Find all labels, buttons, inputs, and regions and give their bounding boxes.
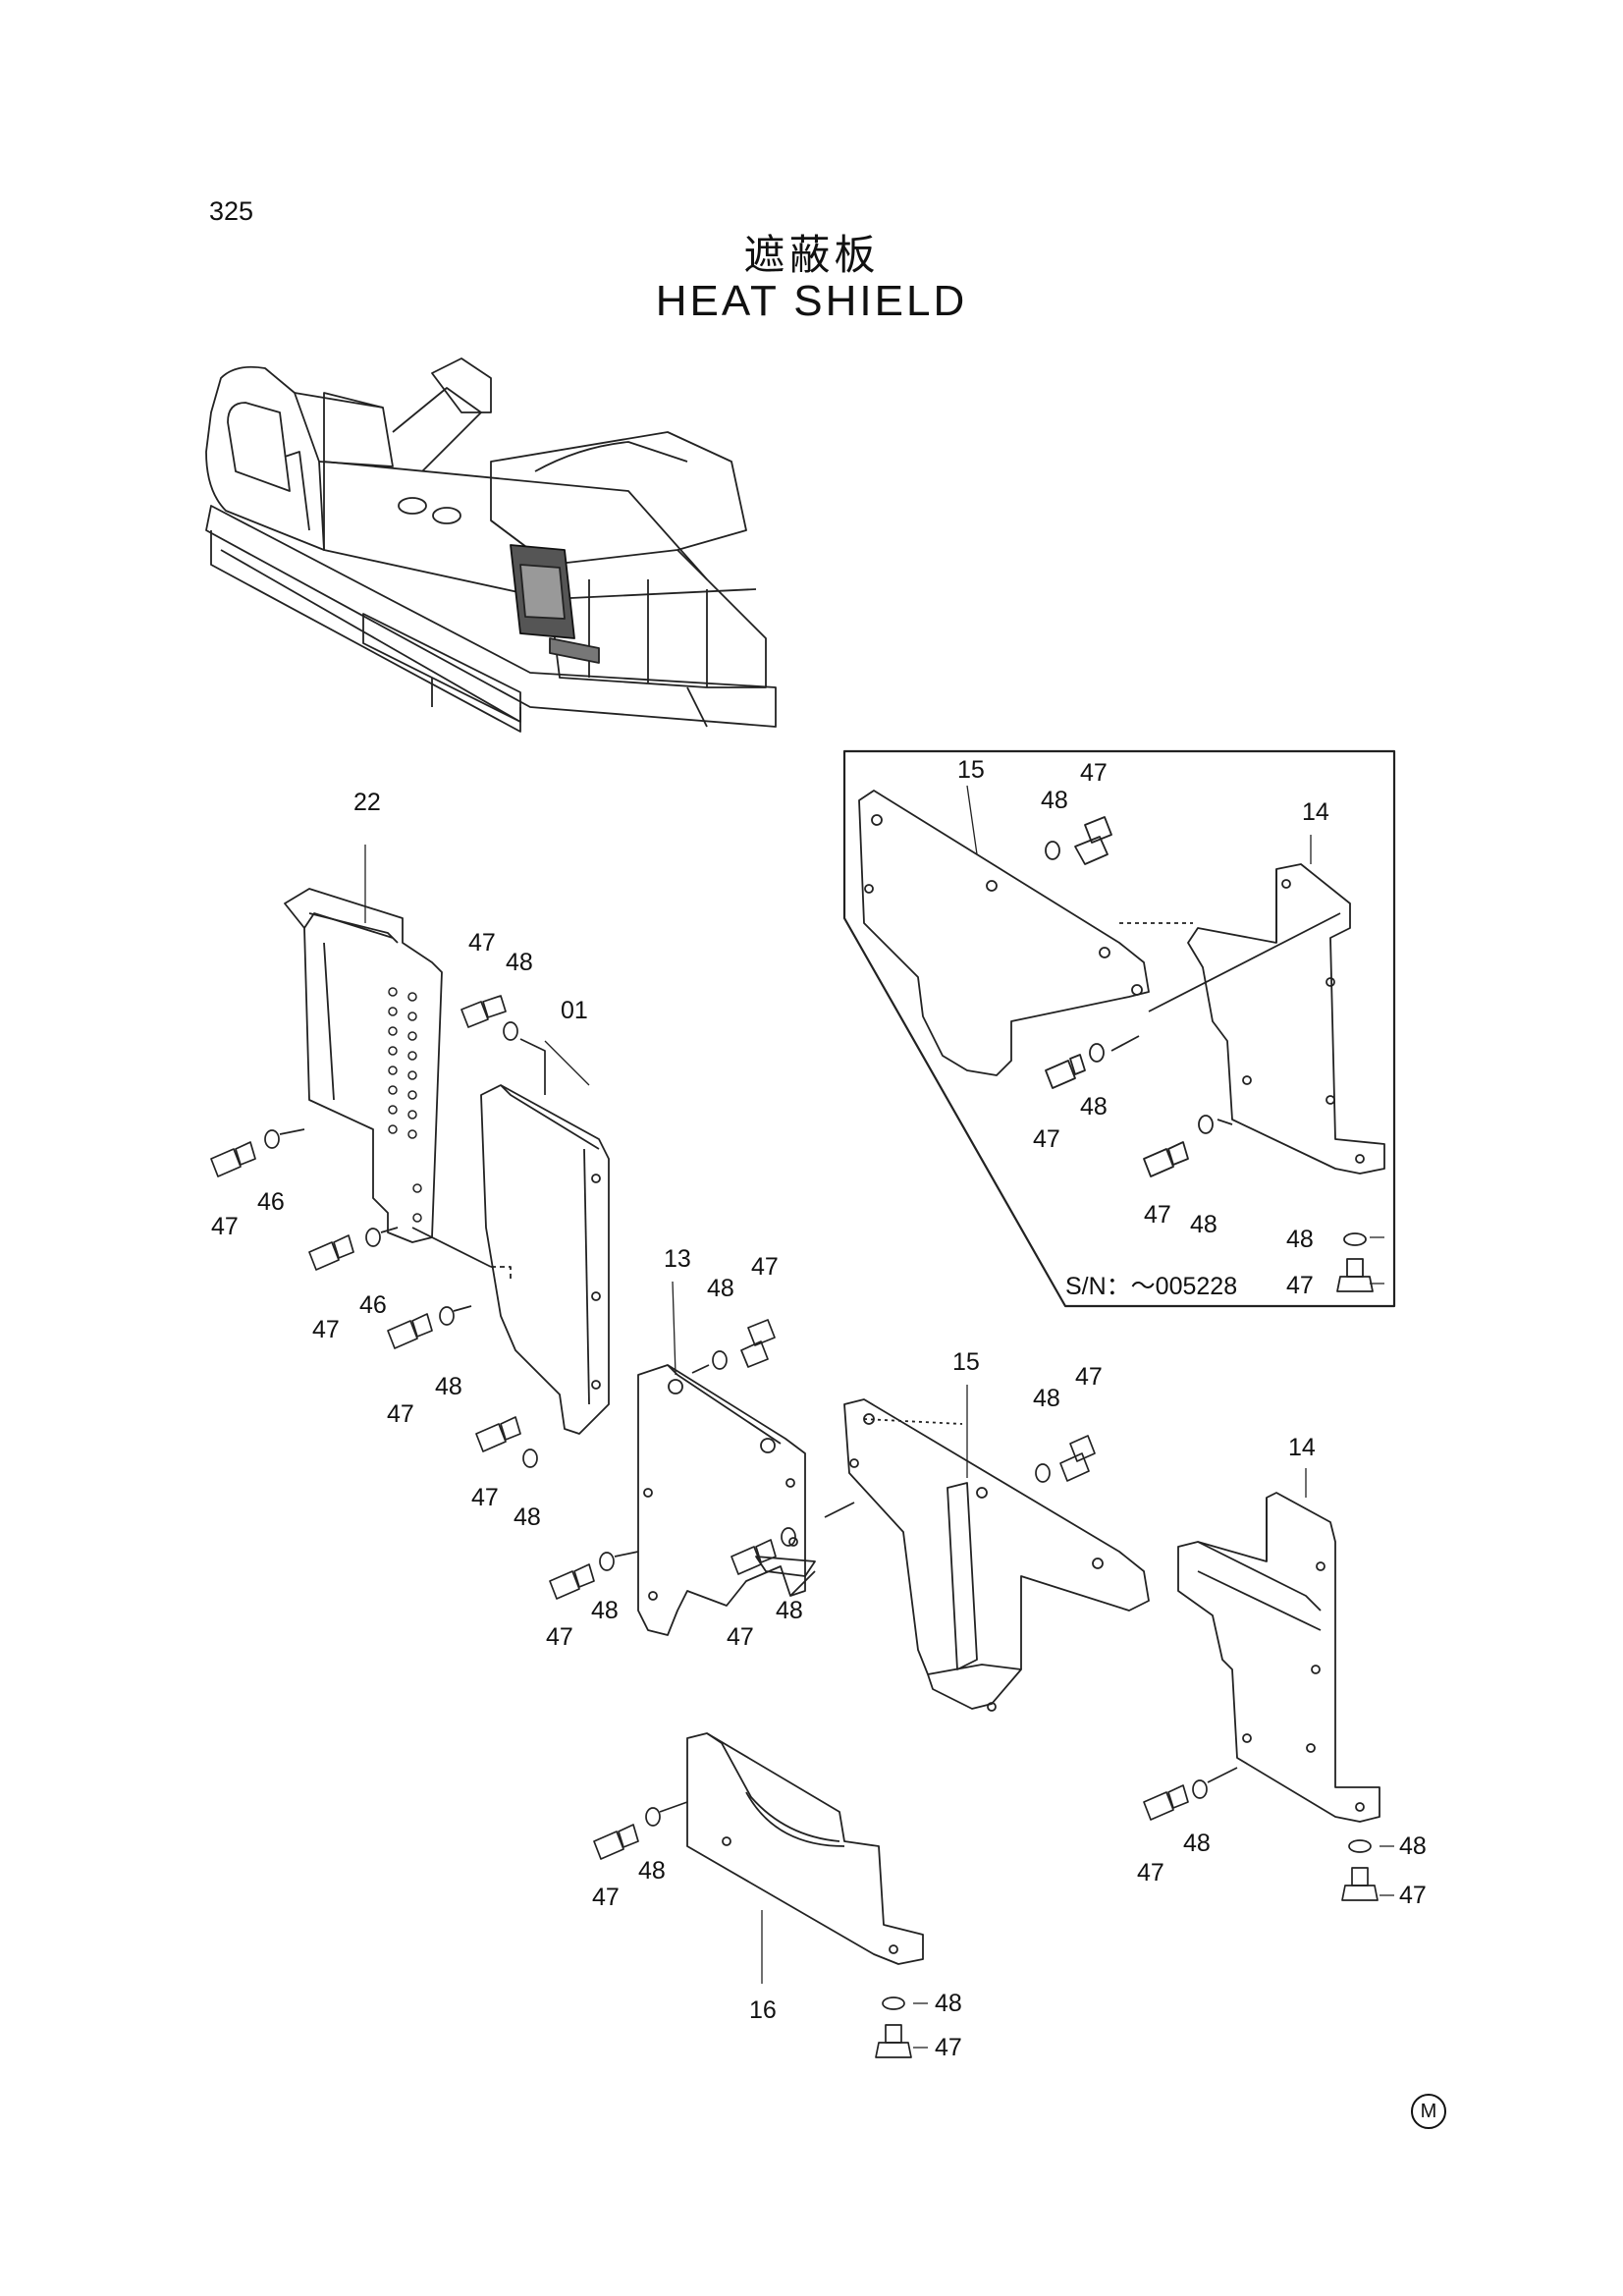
callout-48-f: 48 — [776, 1597, 803, 1624]
serial-number-note: S/N：～005228 — [1065, 1273, 1238, 1300]
callout-47-h: 47 — [727, 1623, 754, 1651]
part-22-holes — [388, 987, 422, 1223]
corner-mark: M — [1411, 2094, 1446, 2129]
callout-47-f: 47 — [751, 1253, 779, 1281]
callout-inset-47b: 47 — [1033, 1125, 1060, 1153]
callout-inset-14: 14 — [1302, 798, 1329, 826]
page-number: 325 — [209, 196, 254, 226]
title-english: HEAT SHIELD — [655, 277, 968, 325]
callout-46-a: 46 — [257, 1188, 285, 1216]
inset-parts — [858, 790, 1385, 1292]
callout-47-j: 47 — [1137, 1859, 1164, 1886]
inset-bolt-low — [1143, 1115, 1214, 1177]
callout-47-a: 47 — [468, 929, 496, 957]
callout-inset-15: 15 — [957, 756, 985, 784]
callout-inset-48c: 48 — [1190, 1211, 1217, 1238]
callout-48-e: 48 — [591, 1597, 619, 1624]
left-fasteners — [210, 995, 546, 1468]
callout-14: 14 — [1288, 1434, 1316, 1461]
callout-47-b: 47 — [211, 1213, 239, 1240]
callout-inset-48b: 48 — [1080, 1093, 1108, 1121]
callout-01: 01 — [561, 997, 588, 1024]
inset-frame — [842, 749, 1396, 1308]
title-japanese: 遮蔽板 — [743, 231, 880, 279]
right-center-fasteners — [1035, 1435, 1096, 1483]
callout-inset-47c: 47 — [1144, 1201, 1171, 1229]
callout-22: 22 — [353, 789, 381, 816]
callout-48-g: 48 — [1033, 1385, 1060, 1412]
callout-47-i: 47 — [1075, 1363, 1103, 1391]
callout-47-g: 47 — [546, 1623, 573, 1651]
callout-48-a: 48 — [506, 949, 533, 976]
part-13-plate — [637, 1364, 816, 1636]
part-16-bracket — [686, 1732, 924, 1965]
leader-lines — [364, 785, 1394, 2049]
callout-48-h: 48 — [1183, 1830, 1211, 1857]
callout-47-c: 47 — [312, 1316, 340, 1343]
right-fasteners — [1143, 1767, 1379, 1901]
callout-48-d: 48 — [707, 1275, 734, 1302]
callout-13: 13 — [664, 1245, 691, 1273]
part-15-plate — [824, 1398, 1150, 1712]
inset-bolt-bottom — [1336, 1232, 1374, 1292]
callout-48-c: 48 — [514, 1503, 541, 1531]
callout-inset-48d: 48 — [1286, 1226, 1314, 1253]
callout-inset-47d: 47 — [1286, 1272, 1314, 1299]
bottom-fasteners — [593, 1801, 912, 2058]
callout-48-b: 48 — [435, 1373, 462, 1400]
callout-15: 15 — [952, 1348, 980, 1376]
callout-48-j: 48 — [638, 1857, 666, 1885]
callout-48-k: 48 — [935, 1990, 962, 2017]
callout-inset-48: 48 — [1041, 787, 1068, 814]
center-fasteners — [549, 1319, 796, 1600]
callout-inset-47: 47 — [1080, 759, 1108, 787]
callout-16: 16 — [749, 1996, 777, 2024]
callout-47-e: 47 — [471, 1484, 499, 1511]
callout-47-d: 47 — [387, 1400, 414, 1428]
callout-47-m: 47 — [935, 2034, 962, 2061]
inset-bolt-top — [1045, 816, 1112, 865]
callout-47-k: 47 — [1399, 1882, 1427, 1909]
part-22-bracket — [284, 888, 443, 1243]
callout-46-b: 46 — [359, 1291, 387, 1319]
part-01-plate — [411, 1084, 610, 1435]
excavator-overview-illustration — [205, 357, 777, 733]
callout-48-i: 48 — [1399, 1832, 1427, 1860]
part-14-bracket — [1177, 1492, 1380, 1823]
callout-47-l: 47 — [592, 1884, 620, 1911]
inset-bolt-mid — [1045, 1043, 1105, 1089]
